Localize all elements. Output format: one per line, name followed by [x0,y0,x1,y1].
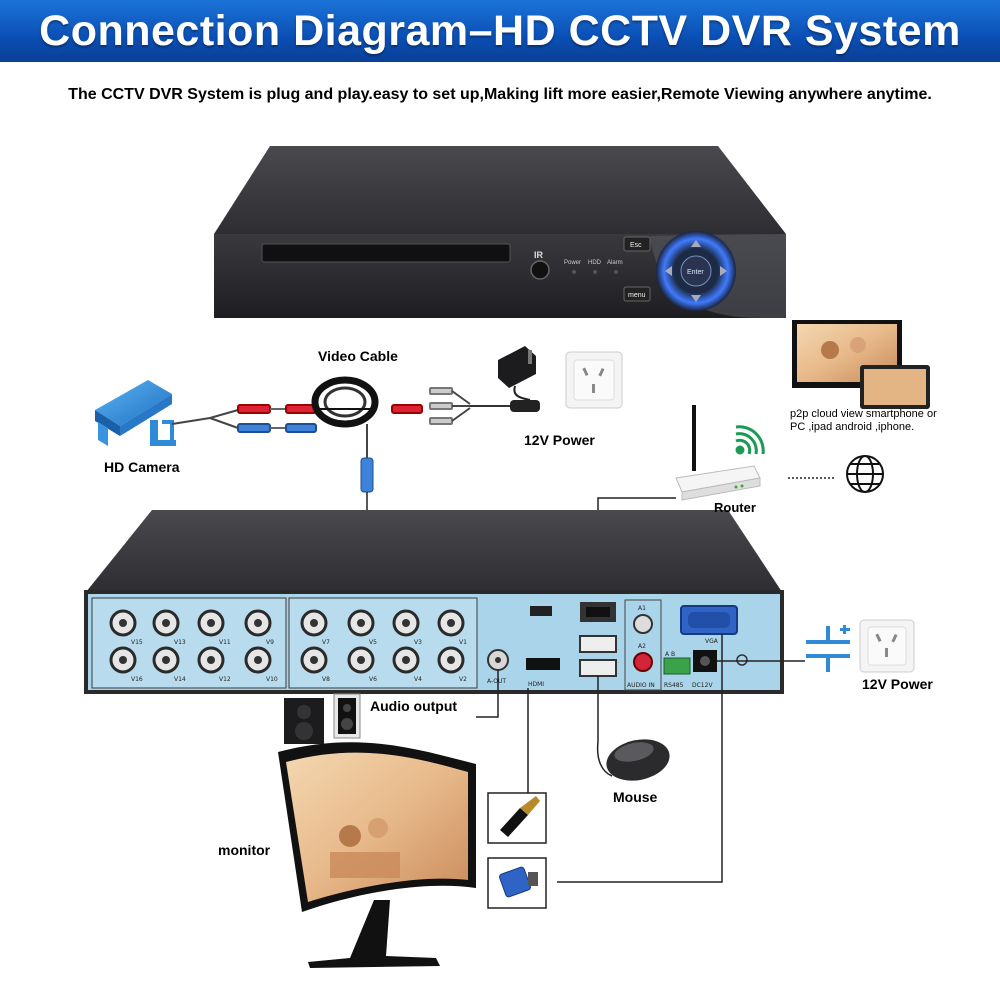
bnc-port-pin [357,656,365,664]
bnc-port-label: V12 [219,676,231,683]
bnc-port-pin [254,619,262,627]
wall-socket-right-icon [859,619,915,673]
bnc-port-label: V1 [459,639,467,646]
menu-button [623,286,651,302]
monitor-icon [278,742,476,968]
svg-text:Esc: Esc [630,242,642,249]
svg-text:HDMI: HDMI [528,681,544,688]
bnc-port-pin [207,656,215,664]
bnc-port-label: V7 [322,639,330,646]
svg-text:VGA: VGA [705,638,719,645]
dvr-front-unit: IR Power HDD Alarm Esc menu Enter [214,146,786,318]
hd-camera-icon [95,380,176,446]
router-label: Router [714,500,756,515]
ir-label: IR [534,250,544,260]
video-cable-label: Video Cable [318,348,398,364]
bnc-connector-icon [360,457,374,493]
bnc-port-label: V13 [174,639,186,646]
svg-text:AUDIO IN: AUDIO IN [627,682,655,689]
power-adapter-icon [498,346,536,401]
led-label-hdd: HDD [588,260,602,266]
bnc-port-label: V6 [369,676,377,683]
bnc-port-pin [162,656,170,664]
svg-text:RS485: RS485 [664,682,684,689]
lan-port [530,602,616,622]
bnc-port-pin [207,619,215,627]
esc-button [623,236,651,252]
vga-cable-icon [487,857,547,909]
bnc-port-pin [402,656,410,664]
usb-ports [579,635,617,677]
bnc-port-label: V4 [414,676,422,683]
power-top-label: 12V Power [524,432,595,448]
bnc-port-pin [119,656,127,664]
page-subtitle: The CCTV DVR System is plug and play.eas… [68,86,932,103]
router-icon [675,405,761,501]
svg-text:Enter: Enter [687,269,704,276]
mouse-icon [596,739,670,781]
bnc-port-label: V10 [266,676,278,683]
bnc-port-pin [402,619,410,627]
bnc-port-label: V16 [131,676,143,683]
tablet-icon [860,365,930,409]
power-right-label: 12V Power [862,676,933,692]
led-label-power: Power [564,260,581,266]
pc-monitor-icon [792,320,902,388]
dc-power-symbol-icon [806,625,850,672]
cable-to-power [391,387,540,425]
bnc-port-label: V9 [266,639,274,646]
svg-text:menu: menu [628,292,646,299]
video-cable-coil-icon [311,376,379,428]
svg-text:A1: A1 [638,605,646,612]
svg-text:A-OUT: A-OUT [487,678,506,685]
svg-text:A B: A B [665,651,675,658]
vga-port: VGA [680,605,748,666]
bnc-port-label: V8 [322,676,330,683]
bnc-port-pin [119,619,127,627]
bnc-port-label: V2 [459,676,467,683]
dc12v-port: DC12V [692,650,717,689]
bnc-port-label: V3 [414,639,422,646]
audio-output-label: Audio output [370,698,458,714]
bnc-port-pin [447,619,455,627]
bnc-port-label: V15 [131,639,143,646]
svg-text:A2: A2 [638,643,646,650]
hdmi-cable-icon [487,792,547,844]
monitor-label: monitor [218,842,271,858]
audio-in-ports: A1 A2 AUDIO IN [624,599,662,691]
bnc-port-pin [254,656,262,664]
svg-text:DC12V: DC12V [692,682,713,689]
page-title: Connection Diagram–HD CCTV DVR System [39,6,961,55]
ir-sensor-icon [530,260,550,280]
bnc-port-label: V14 [174,676,186,683]
bnc-port-pin [447,656,455,664]
bnc-port-pin [162,619,170,627]
bnc-port-label: V5 [369,639,377,646]
bnc-port-label: V11 [219,639,231,646]
rs485-port: A B RS485 [663,651,691,689]
title-banner: Connection Diagram–HD CCTV DVR System [0,0,1000,62]
cloud-view-label: p2p cloud view smartphone or PC ,ipad an… [790,408,937,433]
wall-socket-top-icon [565,351,623,409]
hdmi-port: HDMI [526,658,560,688]
mouse-label: Mouse [613,789,658,805]
camera-cable [171,404,317,433]
bnc-port-pin [310,656,318,664]
bnc-port-pin [357,619,365,627]
wifi-icon [735,425,765,455]
led-label-alarm: Alarm [607,260,623,266]
bnc-port-pin [310,619,318,627]
hd-camera-label: HD Camera [104,459,180,475]
globe-icon [846,455,884,493]
speakers-icon [284,693,361,744]
